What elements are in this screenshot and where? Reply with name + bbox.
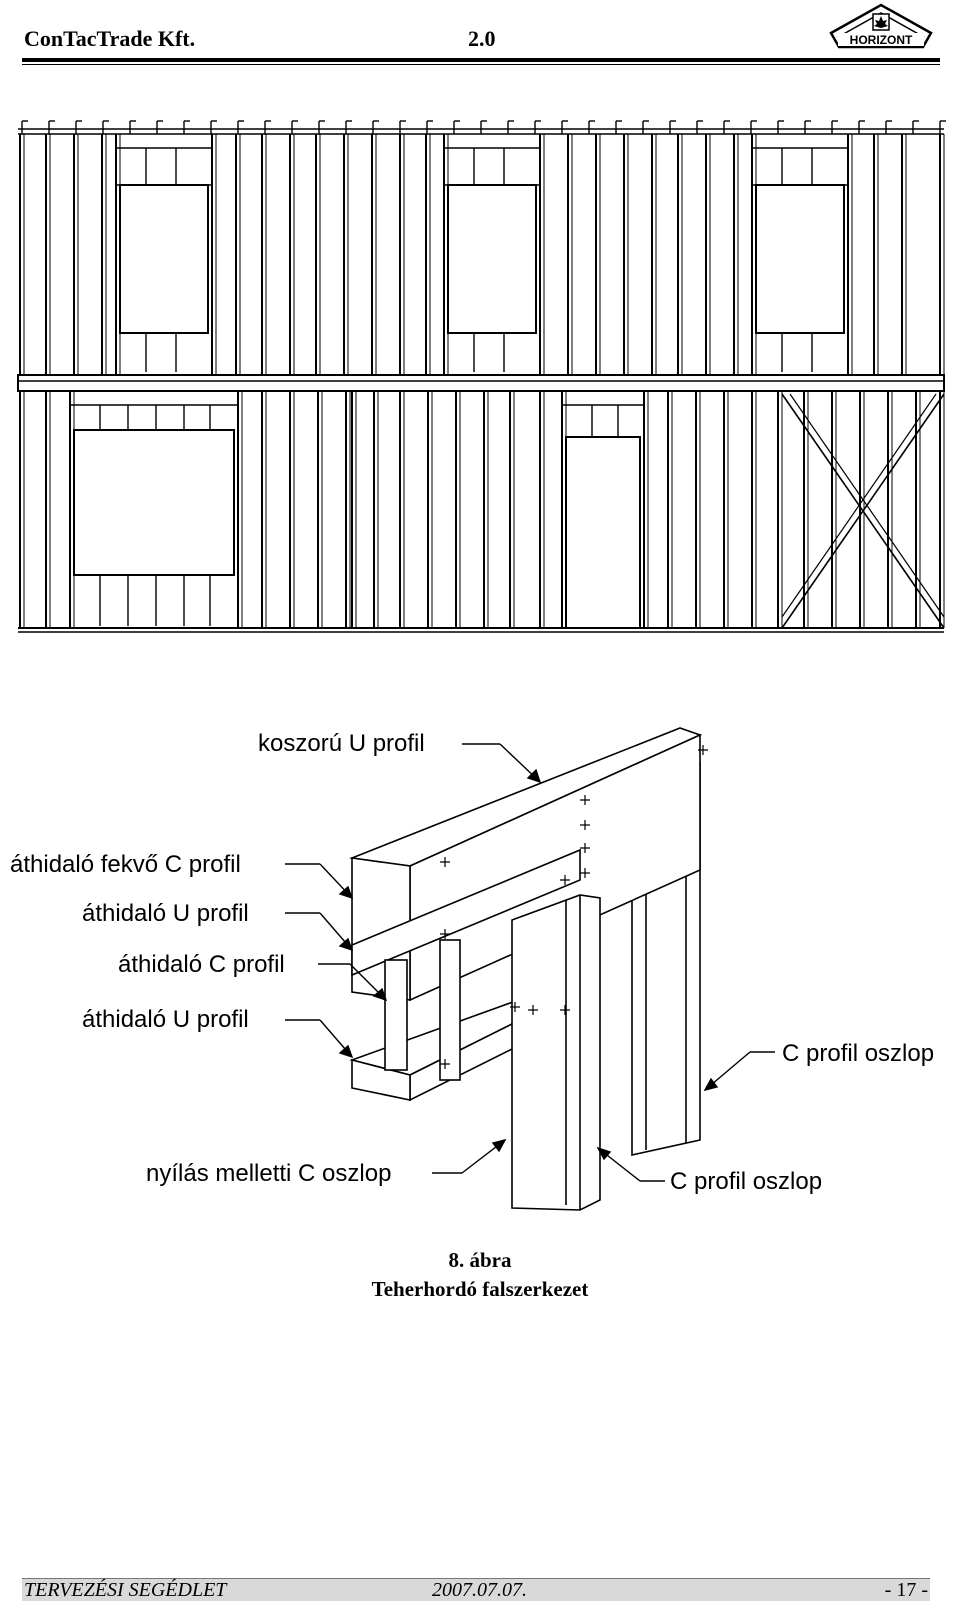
company-name: ConTacTrade Kft. [24, 26, 196, 51]
footer-page-number: - 17 - [884, 1579, 928, 1601]
footer-date: 2007.07.07. [432, 1579, 527, 1601]
lintel-detail-drawing [348, 727, 708, 1211]
label-koszoru-u-profil: koszorú U profil [258, 730, 425, 757]
header-rule-thin [22, 64, 940, 65]
page-footer: TERVEZÉSI SEGÉDLET 2007.07.07. - 17 - [22, 1578, 930, 1601]
label-nyilas-melletti-c-oszlop: nyílás melletti C oszlop [146, 1160, 391, 1187]
logo-text: HORIZONT [850, 33, 913, 47]
figure-title: Teherhordó falszerkezet [371, 1277, 589, 1301]
label-athidalo-u-profil-lower: áthidaló U profil [82, 1006, 249, 1033]
label-athidalo-fekvo-c-profil: áthidaló fekvő C profil [10, 851, 241, 878]
footer-document-title: TERVEZÉSI SEGÉDLET [24, 1579, 227, 1601]
wall-frame-elevation-drawing: koszorú U profil áthidaló fekvő C profil… [10, 120, 946, 1211]
page-header: ConTacTrade Kft. 2.0 HORIZONT [22, 0, 940, 70]
document-version: 2.0 [468, 26, 496, 51]
label-athidalo-c-profil: áthidaló C profil [118, 951, 285, 978]
horizont-logo: HORIZONT [829, 3, 933, 49]
label-athidalo-u-profil-upper: áthidaló U profil [82, 900, 249, 927]
figure-number: 8. ábra [448, 1248, 512, 1272]
label-c-profil-oszlop-bottom: C profil oszlop [670, 1168, 822, 1195]
label-c-profil-oszlop-right: C profil oszlop [782, 1040, 934, 1067]
header-rule [22, 58, 940, 62]
